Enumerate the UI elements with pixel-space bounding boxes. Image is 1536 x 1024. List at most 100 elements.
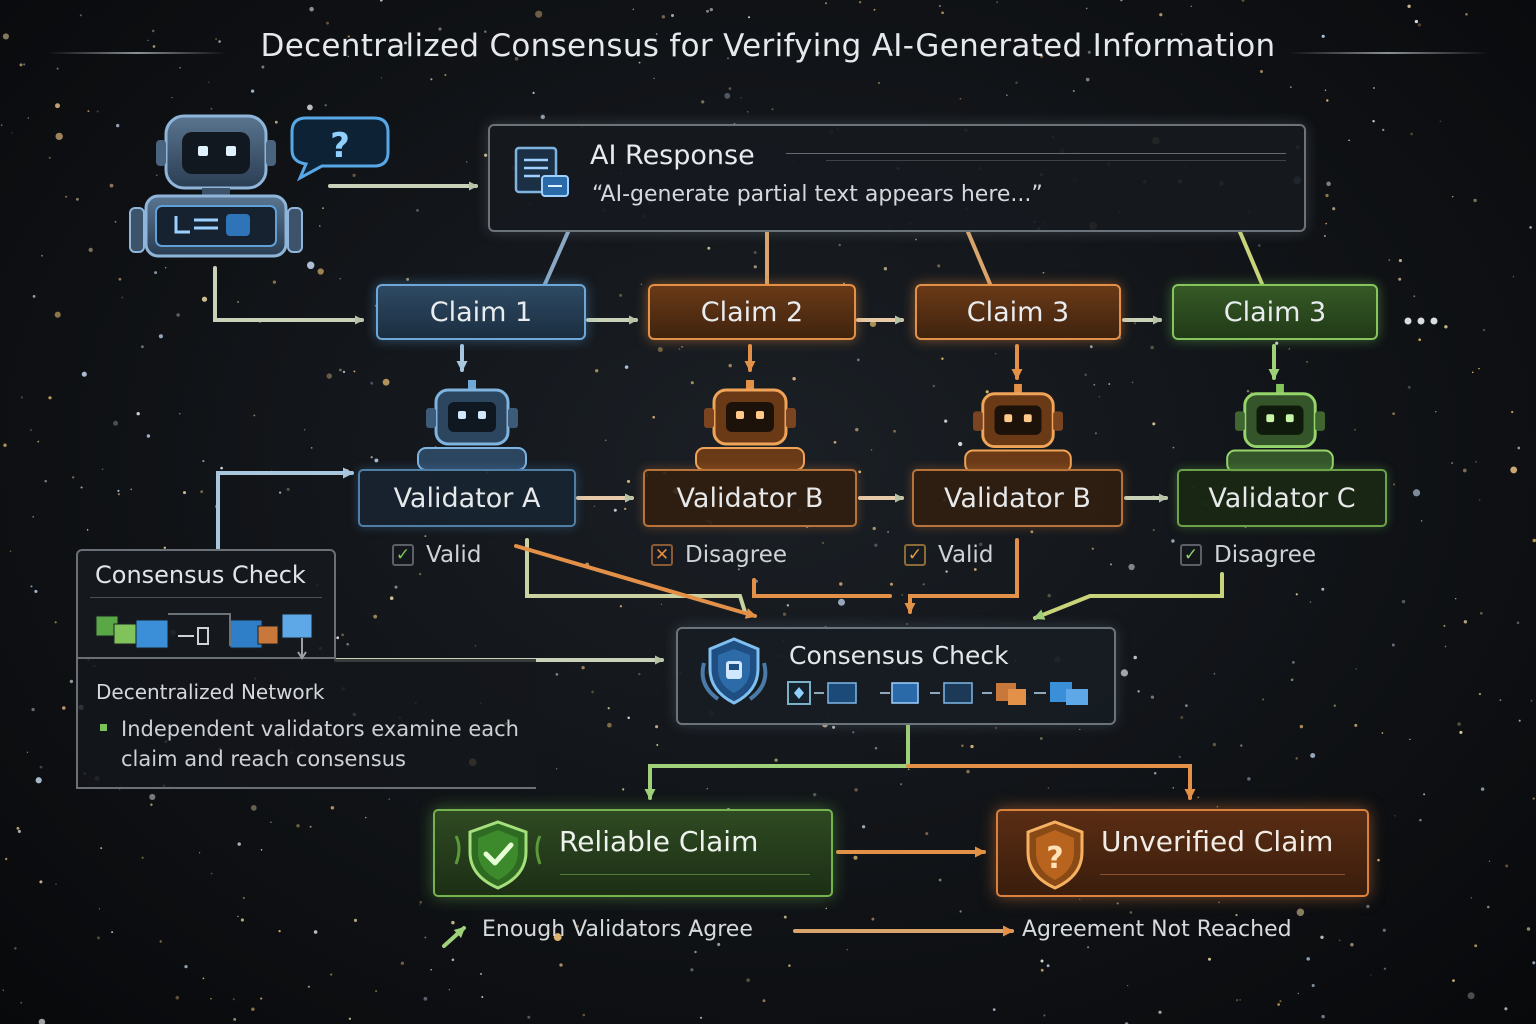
- star-dot: [753, 251, 757, 254]
- star-dot: [854, 788, 858, 792]
- star-dot: [342, 370, 346, 374]
- star-dot: [1262, 698, 1265, 701]
- star-dot: [1171, 539, 1175, 543]
- star-dot: [661, 15, 666, 19]
- star-dot: [1030, 530, 1034, 534]
- star-dot: [1478, 367, 1480, 370]
- star-dot: [559, 963, 563, 967]
- validator-c-status-label: Disagree: [1214, 542, 1317, 568]
- star-dot: [1153, 771, 1157, 775]
- star-dot: [1108, 383, 1111, 385]
- star-dot: [118, 277, 122, 281]
- star-dot: [1473, 198, 1477, 203]
- star-dot: [30, 585, 33, 588]
- star-dot: [41, 254, 44, 257]
- star-dot: [582, 1013, 586, 1017]
- validator-b2-status-label: Valid: [938, 542, 994, 568]
- star-dot: [5, 857, 8, 861]
- star-dot: [2, 989, 4, 991]
- star-dot: [330, 806, 335, 810]
- star-dot: [31, 707, 35, 712]
- star-dot: [56, 67, 59, 70]
- star-dot: [179, 67, 181, 69]
- star-dot: [202, 977, 205, 980]
- star-dot: [1457, 722, 1461, 726]
- star-dot: [130, 488, 132, 491]
- validator-a-status: ✓ Valid: [392, 542, 481, 568]
- star-dot: [855, 427, 859, 432]
- network-description: Independent validators examine each clai…: [121, 714, 551, 774]
- star-dot: [624, 365, 629, 369]
- star-dot: [382, 378, 390, 386]
- star-dot: [1172, 446, 1175, 449]
- star-dot: [1532, 961, 1536, 965]
- star-dot: [114, 220, 117, 223]
- star-dot: [313, 930, 318, 934]
- star-dot: [1417, 23, 1422, 27]
- star-dot: [907, 768, 910, 770]
- star-dot: [348, 1017, 352, 1020]
- star-dot: [556, 768, 558, 770]
- star-dot: [448, 989, 450, 991]
- star-dot: [480, 972, 482, 975]
- star-dot: [159, 940, 162, 943]
- check-icon: ✓: [904, 544, 926, 566]
- star-dot: [653, 77, 655, 80]
- star-dot: [184, 964, 188, 969]
- star-dot: [374, 458, 379, 463]
- star-dot: [771, 108, 774, 111]
- star-dot: [853, 855, 858, 860]
- star-dot: [1235, 999, 1239, 1002]
- validator-b-box: Validator B: [643, 469, 857, 527]
- star-dot: [306, 261, 315, 270]
- star-dot: [959, 97, 962, 100]
- star-dot: [1297, 992, 1300, 995]
- consensus-check-title: Consensus Check: [789, 641, 1009, 670]
- star-dot: [638, 672, 641, 676]
- star-dot: [30, 429, 33, 432]
- star-dot: [220, 466, 223, 470]
- svg-text:?: ?: [330, 126, 350, 166]
- star-dot: [1444, 325, 1448, 329]
- star-dot: [424, 936, 427, 939]
- star-dot: [116, 123, 120, 128]
- star-dot: [375, 990, 378, 993]
- star-dot: [1366, 904, 1370, 909]
- star-dot: [630, 935, 632, 937]
- ai-response-box: [488, 124, 1306, 232]
- star-dot: [270, 821, 272, 824]
- star-dot: [451, 958, 455, 962]
- star-dot: [55, 103, 60, 109]
- star-dot: [1235, 914, 1238, 917]
- star-dot: [753, 265, 757, 269]
- claim-1-box: Claim 1: [376, 284, 586, 340]
- document-icon: [514, 146, 569, 197]
- star-dot: [1089, 345, 1093, 349]
- ai-response-rule-secondary: [826, 160, 1286, 161]
- star-dot: [260, 849, 263, 851]
- star-dot: [595, 369, 599, 373]
- ai-robot-icon: [129, 114, 303, 258]
- star-dot: [20, 396, 24, 399]
- star-dot: [1093, 383, 1096, 386]
- star-dot: [1015, 81, 1018, 84]
- star-dot: [451, 920, 455, 925]
- star-dot: [1480, 787, 1485, 791]
- star-dot: [1499, 699, 1502, 701]
- star-dot: [833, 440, 837, 444]
- star-dot: [165, 267, 167, 269]
- star-dot: [152, 45, 156, 48]
- star-dot: [1512, 275, 1515, 278]
- ai-response-title: AI Response: [590, 140, 755, 171]
- star-dot: [1321, 1014, 1325, 1019]
- star-dot: [54, 621, 57, 624]
- star-dot: [210, 107, 213, 110]
- star-dot: [201, 296, 208, 302]
- star-dot: [0, 124, 3, 126]
- star-dot: [317, 268, 324, 275]
- star-dot: [35, 777, 42, 784]
- reliable-claim-title: Reliable Claim: [559, 825, 759, 858]
- star-dot: [871, 917, 875, 921]
- star-dot: [906, 623, 908, 625]
